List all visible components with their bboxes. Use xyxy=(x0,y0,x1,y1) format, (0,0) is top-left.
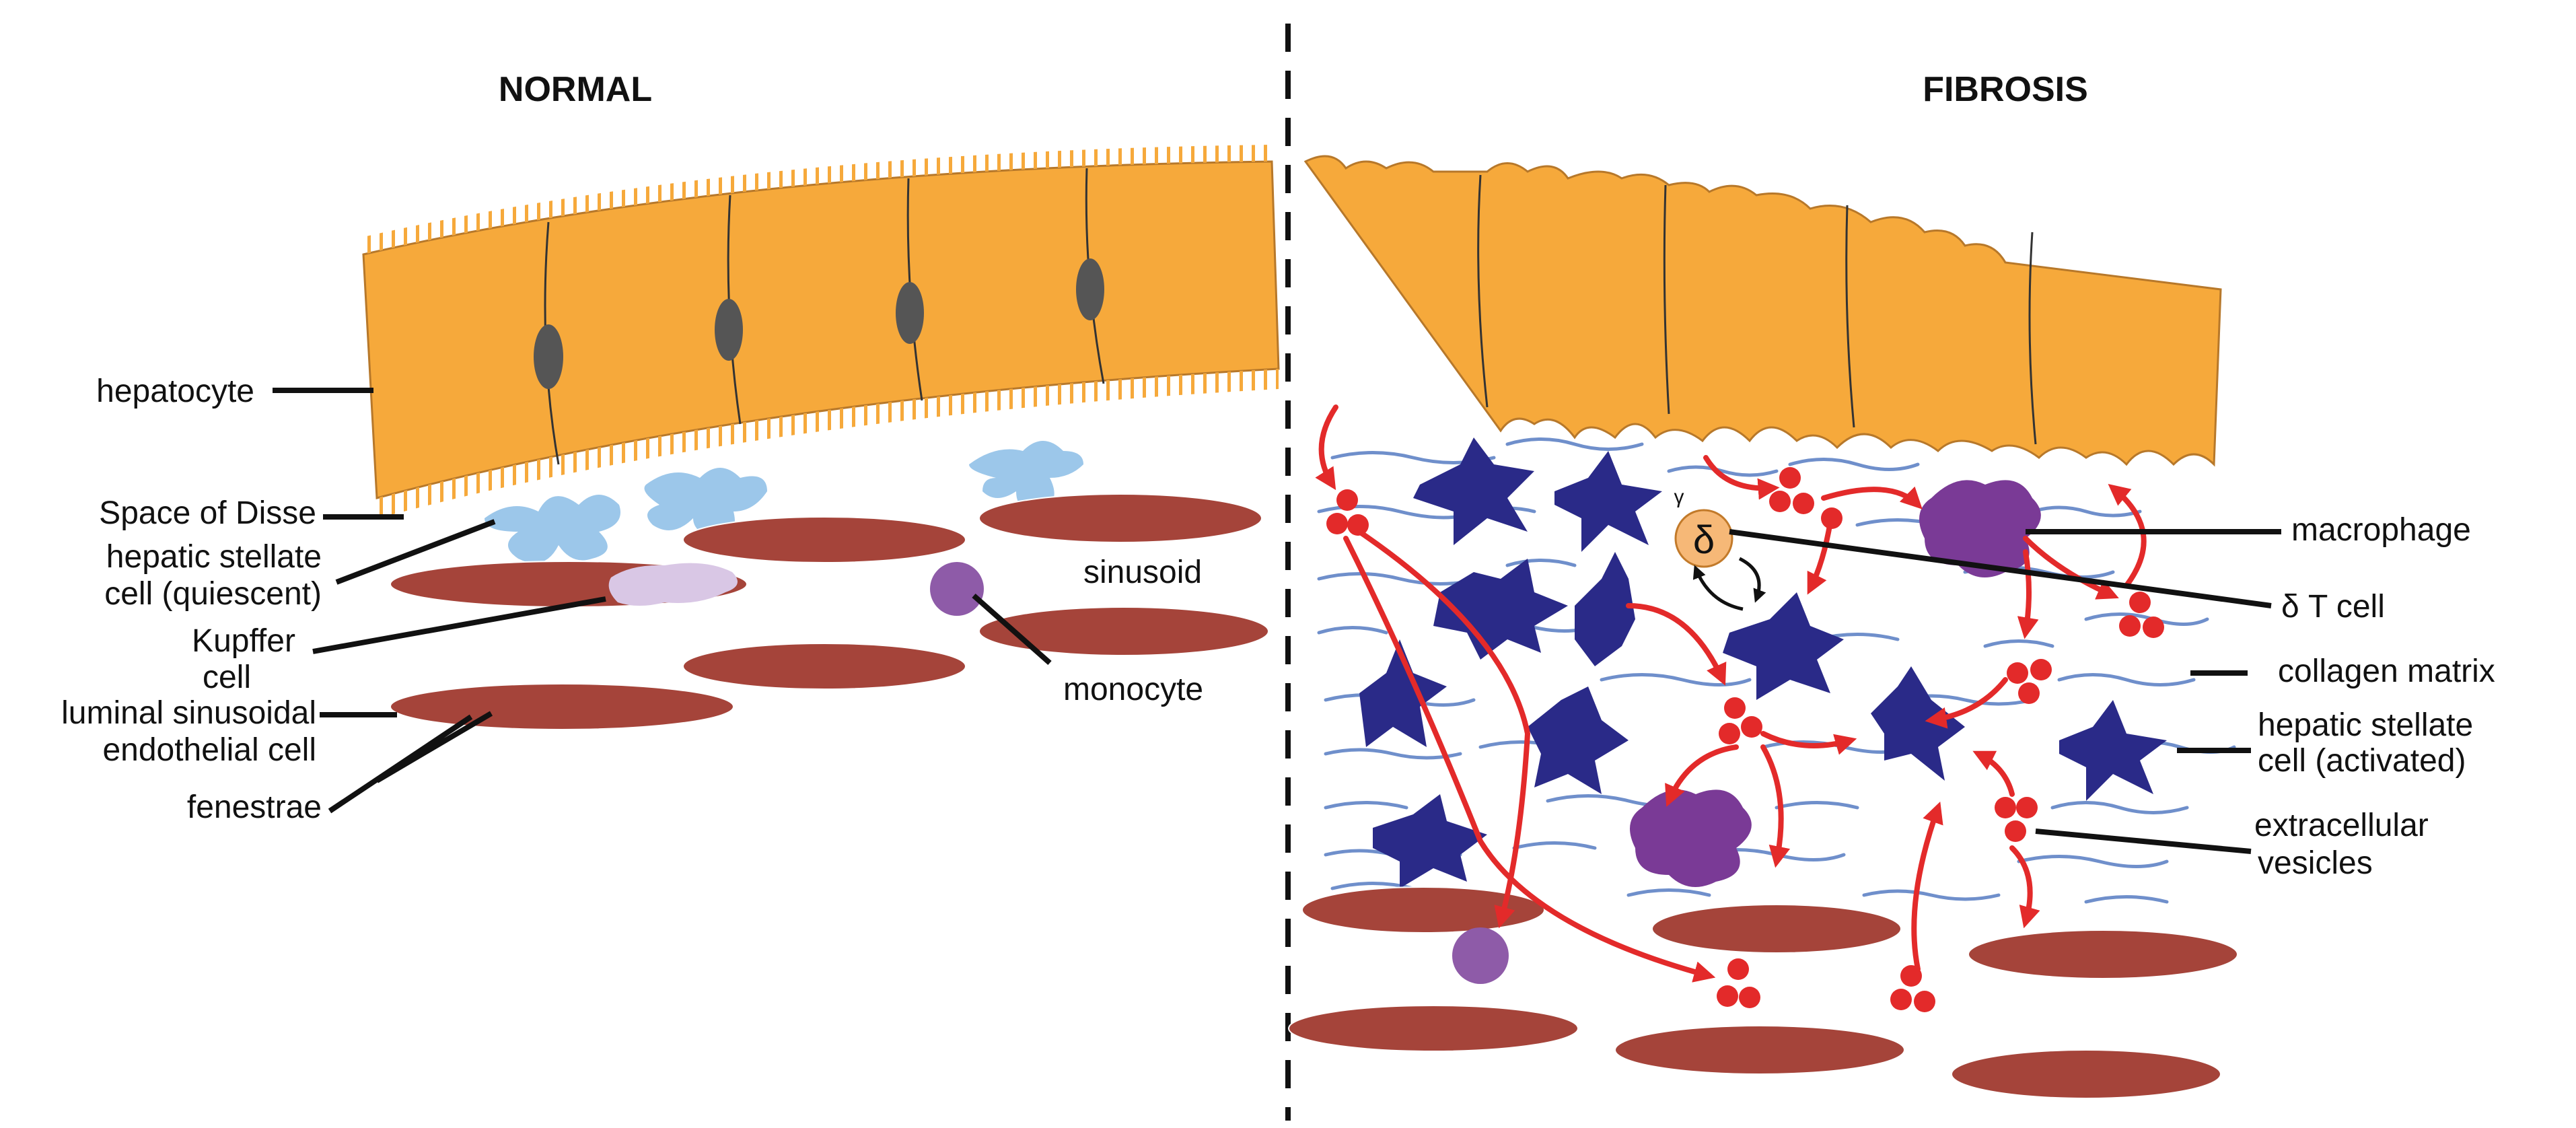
label-hepatocyte: hepatocyte xyxy=(96,374,254,409)
hepatocyte-layer-normal xyxy=(362,145,1280,518)
endothelial-cell xyxy=(1968,929,2238,979)
nucleus xyxy=(896,282,924,344)
label-macrophage: macrophage xyxy=(2291,512,2471,548)
endothelial-cell xyxy=(1614,1025,1905,1075)
hepatocyte-layer-fibrosis xyxy=(1303,155,2222,467)
label-monocyte: monocyte xyxy=(1063,672,1203,707)
t-cell-arrows xyxy=(1692,557,1766,611)
leader-lines-fibrosis xyxy=(1729,529,2281,854)
label-hsc-activated-line2: cell (activated) xyxy=(2258,743,2466,779)
nucleus xyxy=(715,299,743,361)
label-collagen-matrix: collagen matrix xyxy=(2278,654,2495,689)
label-fenestrae: fenestrae xyxy=(187,789,322,825)
kupffer-cell xyxy=(608,563,738,606)
label-sinusoid: sinusoid xyxy=(1083,555,1202,590)
label-delta-t-cell: δ T cell xyxy=(2281,589,2385,625)
label-hsc-quiescent-line2: cell (quiescent) xyxy=(104,576,322,612)
label-space-of-disse: Space of Disse xyxy=(99,495,316,531)
endothelial-cell xyxy=(682,643,966,690)
endothelial-cell xyxy=(978,606,1269,656)
gamma-symbol: γ xyxy=(1674,486,1684,508)
label-kupffer-line2: cell xyxy=(203,660,251,695)
label-kupffer-line1: Kupffer xyxy=(192,623,295,659)
macrophage xyxy=(1919,480,2041,577)
heading-fibrosis: FIBROSIS xyxy=(1923,70,2088,109)
endothelial-cell xyxy=(1651,904,1902,954)
endothelial-cell xyxy=(1288,1005,1579,1052)
heading-normal: NORMAL xyxy=(499,70,652,109)
label-lsec-line1: luminal sinusoidal xyxy=(61,695,316,731)
endothelial-cell xyxy=(978,493,1262,543)
quiescent-stellate-cells xyxy=(485,441,1083,563)
endothelial-cell xyxy=(1951,1049,2221,1099)
label-hsc-activated-line1: hepatic stellate xyxy=(2258,707,2473,743)
endothelial-cells-fibrosis xyxy=(1288,886,2238,1099)
endothelial-cell xyxy=(390,683,734,730)
delta-symbol: δ xyxy=(1693,518,1715,562)
label-lsec-line2: endothelial cell xyxy=(102,732,316,768)
endothelial-cell xyxy=(1301,886,1545,933)
nucleus xyxy=(534,324,563,389)
leader-lines-normal xyxy=(273,388,1052,814)
delta-t-cell: δ γ xyxy=(1674,486,1733,568)
vesicle-arrows xyxy=(1315,404,2147,983)
activated-stellate-cells xyxy=(1359,437,2167,888)
monocyte-fibrosis xyxy=(1452,927,1509,984)
label-hsc-quiescent-line1: hepatic stellate xyxy=(106,539,322,575)
label-ev-line1: extracellular xyxy=(2254,808,2429,843)
label-ev-line2: vesicles xyxy=(2258,845,2373,881)
endothelial-cell xyxy=(682,516,966,563)
nucleus xyxy=(1076,258,1104,320)
macrophage xyxy=(1630,789,1752,887)
monocyte xyxy=(930,562,984,616)
